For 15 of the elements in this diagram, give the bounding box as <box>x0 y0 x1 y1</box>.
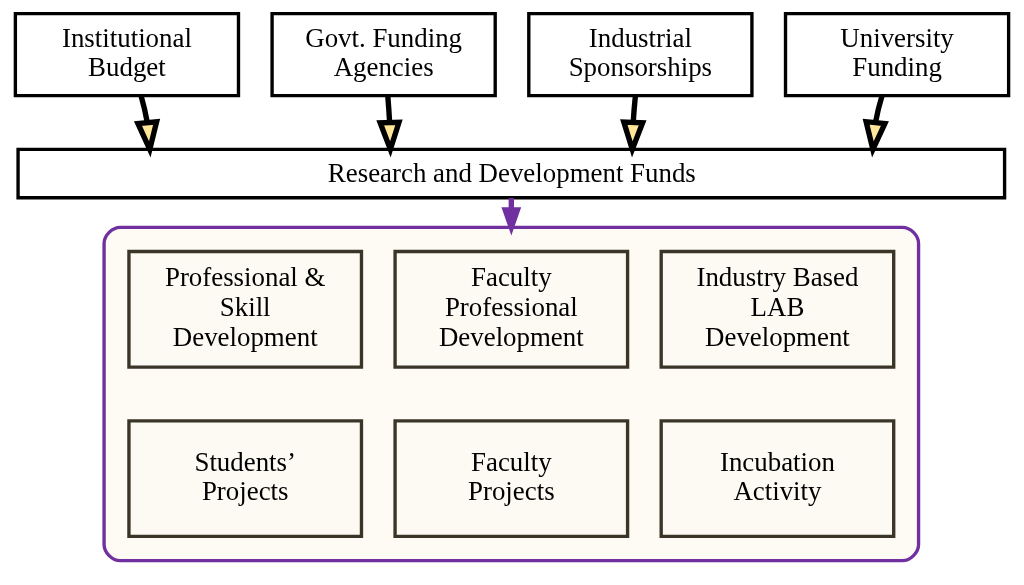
node-box: Govt. Funding Agencies <box>270 11 497 98</box>
cluster <box>102 225 921 563</box>
node-box: Faculty Projects <box>393 419 630 539</box>
node-box: Incubation Activity <box>659 419 896 539</box>
node-box: Institutional Budget <box>13 11 241 98</box>
arrow <box>620 95 647 158</box>
node-box: Professional & Skill Development <box>127 249 364 369</box>
node-box: Industry Based LAB Development <box>659 249 896 369</box>
arrow <box>133 95 161 158</box>
node-box: Faculty Professional Development <box>393 249 630 369</box>
node-box: Industrial Sponsorships <box>527 11 754 98</box>
node-box: Research and Development Funds <box>16 147 1007 200</box>
node-box: University Funding <box>783 11 1011 98</box>
node-box: Students’ Projects <box>127 419 364 539</box>
arrow <box>376 95 403 158</box>
